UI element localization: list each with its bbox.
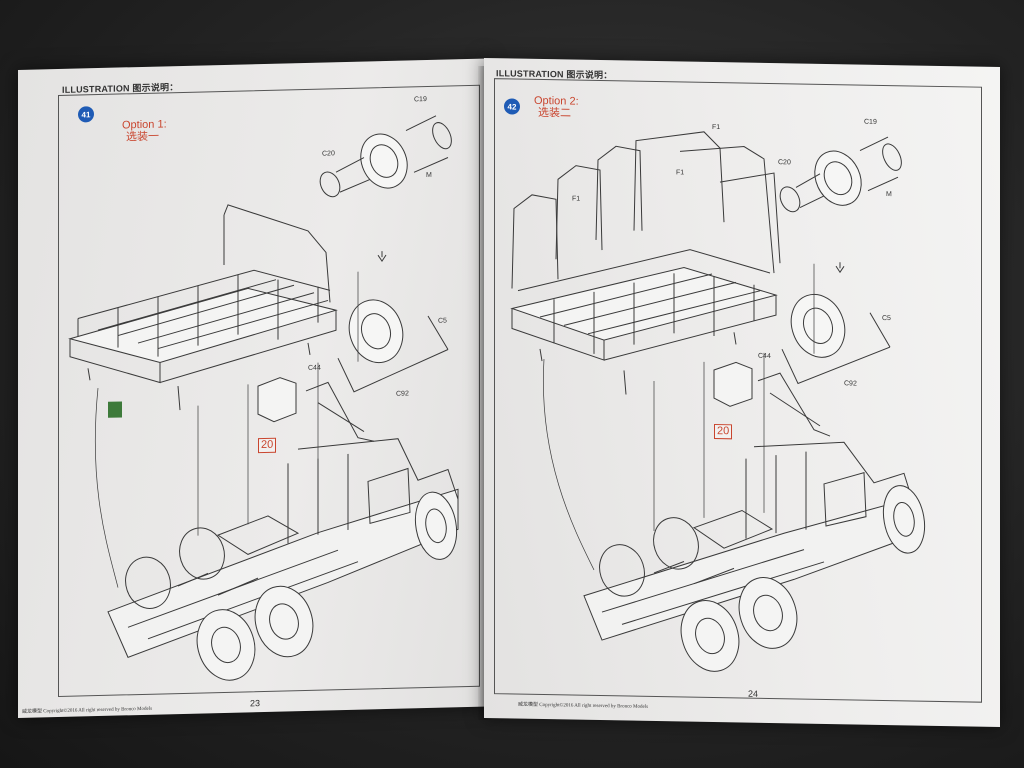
jerrycan-bracket-drawing (714, 362, 830, 436)
truck-wheels-drawing (119, 488, 462, 690)
wheel-exploded-top (316, 115, 455, 200)
jerrycan-bracket-drawing (258, 375, 374, 444)
canopy-bows-drawing (512, 128, 780, 293)
spare-wheel-drawing (782, 261, 890, 385)
truck-assembly-drawing-option-1 (18, 59, 488, 718)
assembly-guide-lines (95, 272, 358, 588)
truck-chassis-drawing (108, 437, 458, 658)
truck-assembly-drawing-option-2 (484, 58, 1000, 727)
wheel-exploded-top (776, 135, 905, 217)
right-page: ILLUSTRATION 图示说明： 42 Option 2: 选装二 F1 F… (484, 58, 1000, 728)
spare-wheel-drawing (338, 249, 448, 392)
assembly-guide-lines (543, 259, 814, 574)
cargo-bed-drawing (70, 202, 336, 413)
green-decal-marker (108, 401, 122, 418)
truck-wheels-drawing (593, 477, 930, 683)
cargo-bed-drawing (512, 246, 776, 397)
left-page-number: 23 (250, 698, 261, 709)
left-page: ILLUSTRATION 图示说明： 41 Option 1: 选装一 C19 … (18, 58, 488, 719)
right-page-number: 24 (748, 688, 759, 699)
